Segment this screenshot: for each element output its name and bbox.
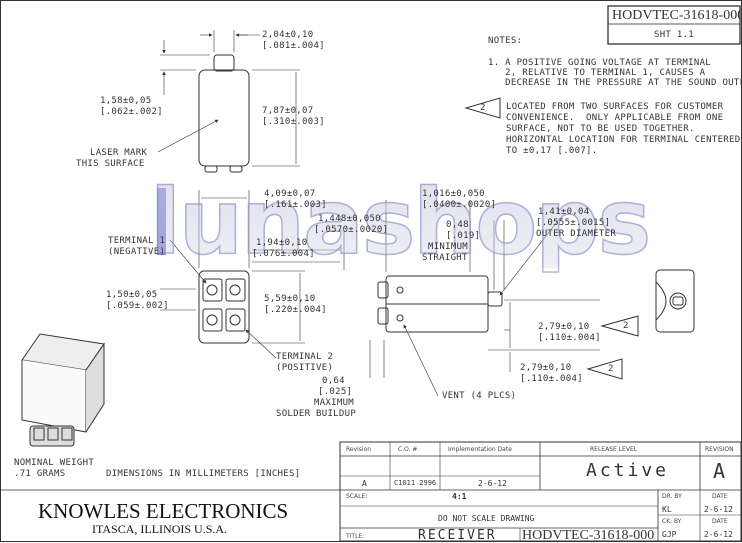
ck-date-label: DATE bbox=[712, 518, 728, 525]
vent-label: VENT (4 PLCS) bbox=[442, 391, 517, 401]
dr-date: 2-6-12 bbox=[704, 505, 733, 514]
dr-by-label: DR. BY bbox=[662, 493, 682, 500]
do-not-scale: DO NOT SCALE DRAWING bbox=[438, 514, 535, 523]
terminal-view bbox=[160, 190, 340, 359]
revision-value: A bbox=[713, 459, 726, 483]
top-view-receiver bbox=[157, 30, 300, 173]
ck-by: GJP bbox=[662, 530, 677, 539]
revision-header: REVISION bbox=[705, 446, 734, 453]
watermark-bar bbox=[157, 188, 166, 255]
flag-2-a: 2 bbox=[623, 321, 629, 331]
note-2-flag: 2 bbox=[480, 103, 486, 113]
rev-value: A bbox=[362, 479, 367, 488]
impl-date-header: Implementation Date bbox=[448, 446, 512, 453]
release-level-value: Active bbox=[586, 460, 670, 481]
ck-date: 2-6-12 bbox=[704, 530, 733, 539]
dr-date-label: DATE bbox=[712, 493, 728, 500]
dr-by: KL bbox=[662, 505, 672, 514]
side-view-receiver bbox=[343, 200, 600, 397]
iso-view bbox=[21, 333, 105, 447]
title-value: RECEIVER bbox=[418, 528, 497, 543]
flag-2-b: 2 bbox=[608, 364, 614, 374]
notes-heading: NOTES: bbox=[488, 36, 523, 46]
release-level-header: RELEASE LEVEL bbox=[590, 446, 638, 453]
flags bbox=[464, 97, 639, 380]
co-value: C1011 2996 bbox=[394, 479, 437, 487]
sheet-number: SHT 1.1 bbox=[654, 30, 695, 40]
rev-header: Revision bbox=[346, 446, 372, 453]
company-name: KNOWLES ELECTRONICS bbox=[38, 499, 289, 523]
ck-by-label: CK. BY bbox=[662, 518, 682, 525]
drawing-number-bottom: HODVTEC-31618-000 bbox=[522, 528, 655, 543]
impl-date-value: 2-6-12 bbox=[478, 479, 507, 488]
co-header: C.O. # bbox=[398, 446, 418, 453]
drawing-number-top: HODVTEC-31618-000 bbox=[612, 8, 742, 23]
units-note: DIMENSIONS IN MILLIMETERS [INCHES] bbox=[106, 469, 301, 479]
end-view bbox=[655, 269, 695, 333]
title-label: TITLE: bbox=[346, 533, 365, 540]
scale-value: 4:1 bbox=[452, 492, 467, 501]
company-location: ITASCA, ILLINOIS U.S.A. bbox=[92, 522, 228, 536]
title-block bbox=[0, 441, 742, 542]
scale-label: SCALE: bbox=[346, 493, 368, 500]
